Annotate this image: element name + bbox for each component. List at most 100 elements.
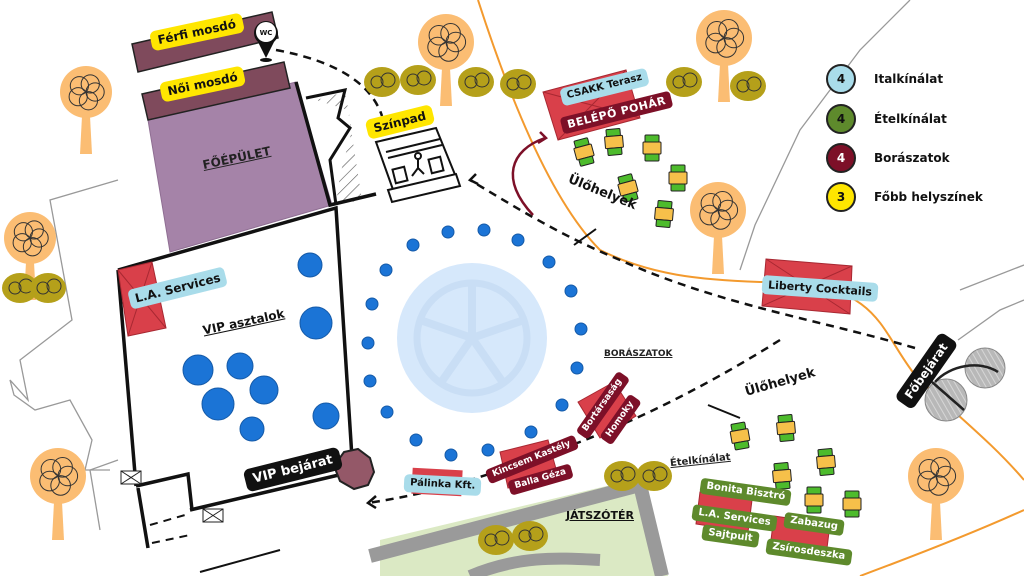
- vip-area-walls: [116, 205, 361, 573]
- vip-table: [299, 306, 333, 340]
- bench-seat: [655, 218, 671, 228]
- seat-dot: [574, 322, 588, 336]
- bush-scribble: [380, 72, 396, 88]
- legend-item-main-venues[interactable]: 3 Főbb helyszínek: [826, 182, 983, 212]
- bush-icon: [478, 525, 514, 555]
- tree-trunk: [52, 502, 64, 540]
- tree-scribble: [40, 458, 62, 480]
- main-building: [147, 81, 377, 253]
- bush-body: [730, 71, 766, 101]
- terrain-outlines: [9, 0, 1024, 531]
- seat-dot: [406, 238, 420, 252]
- picnic-bench: [816, 448, 836, 476]
- bench-seat: [819, 466, 835, 476]
- picnic-bench: [642, 134, 662, 162]
- seat-dot: [564, 284, 578, 298]
- picnic-bench: [654, 200, 674, 228]
- tree-icon: [908, 448, 964, 540]
- seat-dot: [524, 425, 538, 439]
- bush-scribble: [610, 469, 624, 483]
- vip-table: [297, 252, 323, 278]
- picnic-bench: [776, 414, 796, 442]
- tree-trunk: [712, 236, 724, 274]
- bush-scribble: [8, 281, 22, 295]
- bench-table: [772, 468, 792, 484]
- trees: [4, 10, 964, 540]
- bench-seat: [806, 505, 822, 514]
- tree-icon: [696, 10, 752, 102]
- legend-count: 3: [836, 190, 846, 204]
- tree-icon: [60, 66, 112, 154]
- legend-label: Italkínálat: [874, 72, 944, 86]
- vip-table: [249, 375, 279, 405]
- wc-marker-text: WC: [260, 29, 273, 37]
- picnic-bench: [604, 128, 624, 156]
- tree-icon: [30, 448, 86, 540]
- wineries-heading: BORÁSZATOK: [604, 349, 673, 359]
- main-entrance-gates: [924, 347, 1006, 422]
- tree-trunk: [718, 64, 730, 102]
- tree-icon: [418, 14, 474, 106]
- bush-icon: [458, 67, 494, 97]
- bench-seat: [622, 191, 639, 203]
- tree-scribble: [718, 19, 739, 40]
- legend-item-drinks[interactable]: 4 Italkínálat: [826, 64, 943, 94]
- seat-dot: [365, 297, 379, 311]
- bush-scribble: [484, 533, 498, 547]
- vip-table: [226, 352, 254, 380]
- seat-dot: [379, 263, 393, 277]
- bush-body: [458, 67, 494, 97]
- legend-count: 4: [836, 112, 846, 126]
- tree-scribble: [918, 458, 940, 480]
- bench-table: [654, 206, 674, 222]
- wc-pin-icon[interactable]: [254, 21, 278, 62]
- picnic-bench: [573, 137, 595, 167]
- tree-scribble: [705, 32, 726, 54]
- seat-dot: [555, 398, 569, 412]
- vip-table: [182, 354, 214, 386]
- picnic-bench: [772, 462, 792, 490]
- bush-scribble: [416, 70, 432, 86]
- seat-dot: [361, 336, 375, 350]
- playground-label[interactable]: JÁTSZÓTÉR: [566, 509, 634, 522]
- bush-icon: [400, 65, 436, 95]
- bush-scribble: [36, 281, 50, 295]
- picnic-bench: [668, 164, 688, 192]
- tree-scribble: [710, 209, 731, 230]
- bush-scribble: [652, 466, 668, 482]
- walkway-arrowheads: [365, 173, 479, 510]
- tree-scribble: [13, 222, 33, 242]
- legend-dot-drinks: 4: [826, 64, 856, 94]
- bush-scribble: [406, 73, 420, 87]
- legend-item-wineries[interactable]: 4 Borászatok: [826, 143, 950, 173]
- central-fountain: [397, 263, 547, 413]
- legend-dot-main-venues: 3: [826, 182, 856, 212]
- bench-seat: [578, 155, 595, 167]
- bench-seat: [806, 486, 822, 495]
- bench-seat: [670, 183, 686, 192]
- utility-box-icons: [120, 470, 224, 523]
- vip-table: [239, 416, 265, 442]
- bush-scribble: [528, 526, 544, 542]
- seat-dot: [477, 223, 491, 237]
- bush-scribble: [464, 75, 478, 89]
- tree-scribble: [930, 457, 951, 478]
- tree-scribble: [50, 475, 71, 496]
- picnic-bench: [729, 421, 751, 451]
- bush-scribble: [506, 77, 520, 91]
- bush-body: [512, 521, 548, 551]
- tree-scribble: [22, 237, 43, 257]
- bushes: [2, 65, 766, 555]
- bench-table: [804, 493, 824, 507]
- tree-scribble: [68, 87, 88, 107]
- bush-icon: [512, 521, 548, 551]
- legend-item-food[interactable]: 4 Ételkínálat: [826, 104, 947, 134]
- seat-dot: [444, 448, 458, 462]
- seat-dot: [363, 374, 377, 388]
- tree-scribble: [700, 192, 722, 214]
- bench-seat: [644, 153, 660, 162]
- tree-trunk: [80, 116, 92, 154]
- bush-scribble: [518, 529, 532, 543]
- bush-scribble: [682, 72, 698, 88]
- tree-scribble: [12, 233, 32, 253]
